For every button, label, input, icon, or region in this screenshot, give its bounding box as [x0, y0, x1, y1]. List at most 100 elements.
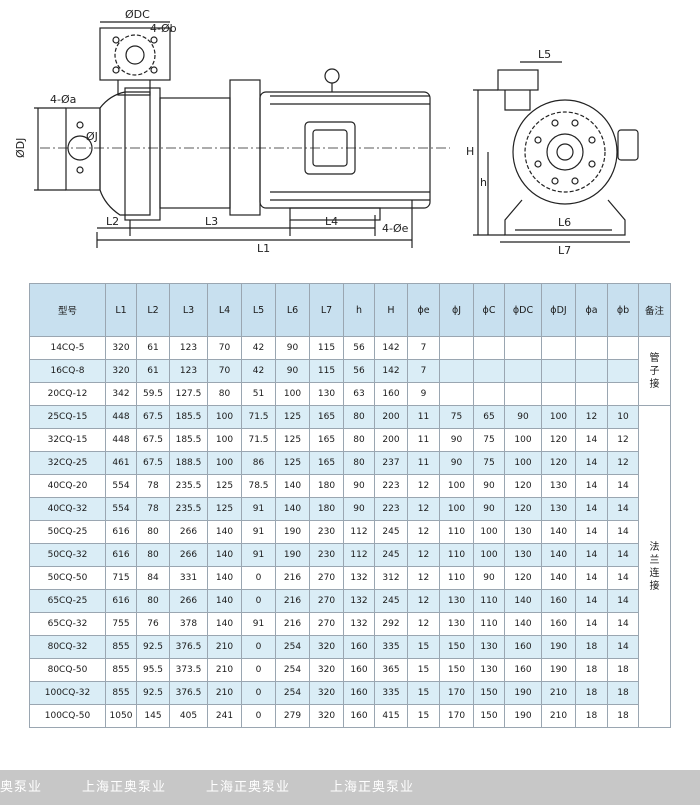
table-cell: 90	[504, 405, 542, 429]
table-cell: 14	[607, 635, 639, 659]
table-cell	[607, 359, 639, 383]
table-cell: 115	[309, 336, 344, 360]
table-cell: 123	[169, 336, 208, 360]
label-l3: L3	[205, 215, 218, 228]
table-cell: 90	[343, 474, 375, 498]
table-cell: 9	[407, 382, 440, 406]
table-cell: 61	[136, 359, 170, 383]
table-cell: 270	[309, 589, 344, 613]
table-cell	[541, 382, 576, 406]
table-cell: 14	[607, 497, 639, 521]
table-cell: 320	[309, 635, 344, 659]
table-cell: 67.5	[136, 405, 170, 429]
table-cell: 342	[105, 382, 137, 406]
table-cell: 448	[105, 428, 137, 452]
table-cell: 130	[504, 520, 542, 544]
table-cell: 160	[504, 658, 542, 682]
table-cell: 266	[169, 543, 208, 567]
table-cell	[575, 382, 608, 406]
table-cell: 270	[309, 566, 344, 590]
table-cell: 125	[207, 474, 242, 498]
table-cell: 127.5	[169, 382, 208, 406]
table-cell: 235.5	[169, 474, 208, 498]
table-cell: 185.5	[169, 428, 208, 452]
table-cell: 130	[473, 658, 505, 682]
table-cell: 14	[575, 589, 608, 613]
table-cell: 210	[207, 681, 242, 705]
table-cell: 190	[275, 520, 310, 544]
table-cell: 140	[541, 543, 576, 567]
table-cell: 50CQ-50	[29, 566, 106, 590]
table-cell: 63	[343, 382, 375, 406]
table-cell: 20CQ-12	[29, 382, 106, 406]
table-cell: 100	[473, 520, 505, 544]
table-cell: 11	[407, 451, 440, 475]
column-header: L1	[105, 283, 137, 337]
table-cell: 373.5	[169, 658, 208, 682]
table-cell: 125	[207, 497, 242, 521]
table-cell: 14	[575, 474, 608, 498]
label-l7: L7	[558, 244, 571, 257]
table-cell: 376.5	[169, 635, 208, 659]
table-cell	[541, 336, 576, 360]
table-cell	[439, 382, 474, 406]
table-cell: 100	[439, 497, 474, 521]
table-cell: 210	[207, 658, 242, 682]
column-header: L2	[136, 283, 170, 337]
table-cell: 365	[374, 658, 408, 682]
table-cell: 91	[241, 497, 276, 521]
table-cell: 80	[343, 405, 375, 429]
table-cell: 132	[343, 589, 375, 613]
table-cell: 56	[343, 336, 375, 360]
label-dc: ØDC	[125, 8, 150, 21]
table-cell: 140	[207, 566, 242, 590]
table-cell: 65CQ-25	[29, 589, 106, 613]
table-cell: 67.5	[136, 428, 170, 452]
table-cell: 75	[439, 405, 474, 429]
table-cell: 14	[575, 451, 608, 475]
table-cell: 150	[473, 681, 505, 705]
table-cell: 223	[374, 474, 408, 498]
table-cell: 245	[374, 543, 408, 567]
table-cell: 150	[439, 658, 474, 682]
column-header: ϕb	[607, 283, 639, 337]
table-cell: 51	[241, 382, 276, 406]
table-cell: 140	[541, 520, 576, 544]
table-cell	[473, 336, 505, 360]
column-header: ϕDC	[504, 283, 542, 337]
table-cell: 160	[343, 704, 375, 728]
table-cell: 11	[407, 405, 440, 429]
table-cell: 230	[309, 520, 344, 544]
table-cell: 15	[407, 681, 440, 705]
table-cell	[439, 359, 474, 383]
table-cell: 42	[241, 359, 276, 383]
table-cell: 855	[105, 681, 137, 705]
table-cell: 15	[407, 658, 440, 682]
table-cell: 123	[169, 359, 208, 383]
table-cell: 125	[275, 451, 310, 475]
table-cell: 130	[473, 635, 505, 659]
table-cell: 376.5	[169, 681, 208, 705]
table-cell: 235.5	[169, 497, 208, 521]
table-cell: 150	[473, 704, 505, 728]
table-cell: 140	[275, 497, 310, 521]
column-header: L5	[241, 283, 276, 337]
column-header: L4	[207, 283, 242, 337]
table-cell: 12	[407, 589, 440, 613]
table-cell: 160	[343, 658, 375, 682]
table-cell: 405	[169, 704, 208, 728]
table-cell	[473, 382, 505, 406]
table-cell: 12	[575, 405, 608, 429]
table-cell: 312	[374, 566, 408, 590]
table-cell: 142	[374, 359, 408, 383]
label-j: ØJ	[86, 130, 98, 143]
table-cell: 254	[275, 658, 310, 682]
table-cell: 78.5	[241, 474, 276, 498]
table-cell	[541, 359, 576, 383]
column-header: L6	[275, 283, 310, 337]
table-cell: 165	[309, 405, 344, 429]
